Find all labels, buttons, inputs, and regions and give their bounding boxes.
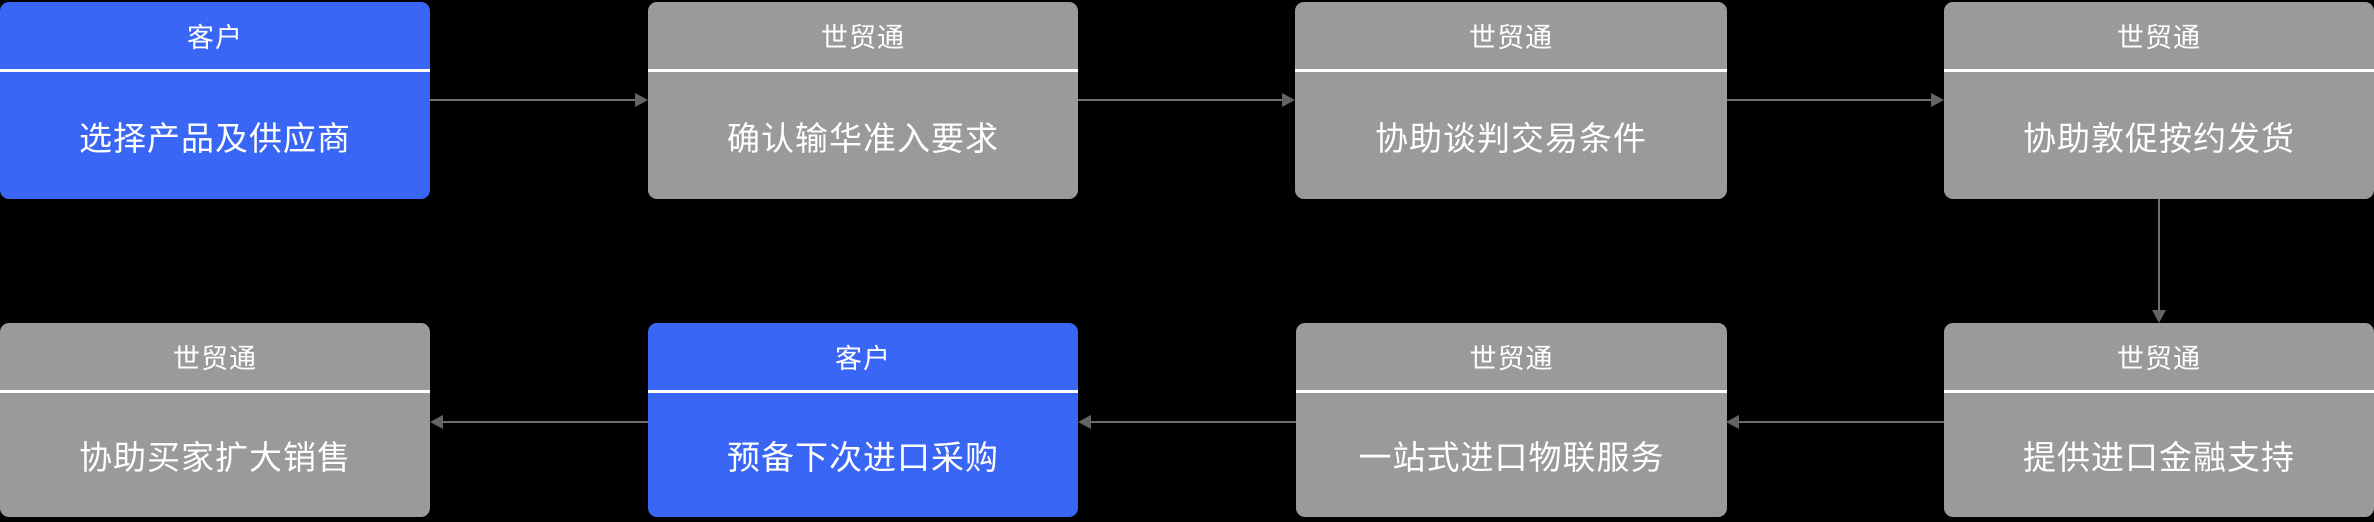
arrowhead-left-icon xyxy=(1726,415,1739,429)
flow-node-finance-support: 世贸通 提供进口金融支持 xyxy=(1944,323,2374,517)
node-step-label: 协助敦促按约发货 xyxy=(2023,119,2295,157)
arrow-shaft xyxy=(1089,421,1296,423)
arrow-shaft xyxy=(430,99,637,101)
flow-node-confirm-access: 世贸通 确认输华准入要求 xyxy=(648,2,1078,199)
node-actor-label: 客户 xyxy=(0,2,430,72)
arrowhead-right-icon xyxy=(1282,93,1295,107)
arrow-shaft xyxy=(2158,199,2160,312)
arrow-step7-to-step8 xyxy=(430,415,648,429)
node-step-label: 选择产品及供应商 xyxy=(79,119,351,157)
node-step-label: 预备下次进口采购 xyxy=(727,439,999,476)
flow-node-expand-sales: 世贸通 协助买家扩大销售 xyxy=(0,323,430,517)
node-step-label: 提供进口金融支持 xyxy=(2023,439,2295,476)
node-step-label: 一站式进口物联服务 xyxy=(1358,439,1665,476)
arrowhead-left-icon xyxy=(430,415,443,429)
node-actor-label: 客户 xyxy=(648,323,1078,393)
arrow-step6-to-step7 xyxy=(1078,415,1296,429)
node-step-label: 协助买家扩大销售 xyxy=(79,439,351,476)
arrow-step3-to-step4 xyxy=(1727,93,1944,107)
arrowhead-right-icon xyxy=(635,93,648,107)
node-step-label: 确认输华准入要求 xyxy=(727,119,999,157)
node-step-label: 协助谈判交易条件 xyxy=(1375,119,1647,157)
node-actor-label: 世贸通 xyxy=(1944,323,2374,393)
flow-node-onestop-logistics: 世贸通 一站式进口物联服务 xyxy=(1296,323,1727,517)
arrow-shaft xyxy=(1737,421,1944,423)
arrowhead-left-icon xyxy=(1078,415,1091,429)
node-actor-label: 世贸通 xyxy=(1295,2,1727,72)
node-actor-label: 世贸通 xyxy=(1296,323,1727,393)
flow-node-select-supplier: 客户 选择产品及供应商 xyxy=(0,2,430,199)
node-actor-label: 世贸通 xyxy=(648,2,1078,72)
arrow-shaft xyxy=(1078,99,1284,101)
arrow-shaft xyxy=(441,421,648,423)
arrow-shaft xyxy=(1727,99,1933,101)
arrow-step4-to-step5 xyxy=(2152,199,2166,323)
flow-node-urge-shipment: 世贸通 协助敦促按约发货 xyxy=(1944,2,2374,199)
node-actor-label: 世贸通 xyxy=(0,323,430,393)
arrowhead-down-icon xyxy=(2152,310,2166,323)
node-actor-label: 世贸通 xyxy=(1944,2,2374,72)
flow-node-negotiate-terms: 世贸通 协助谈判交易条件 xyxy=(1295,2,1727,199)
flow-node-next-procurement: 客户 预备下次进口采购 xyxy=(648,323,1078,517)
arrow-step1-to-step2 xyxy=(430,93,648,107)
arrow-step2-to-step3 xyxy=(1078,93,1295,107)
arrow-step5-to-step6 xyxy=(1726,415,1944,429)
arrowhead-right-icon xyxy=(1931,93,1944,107)
